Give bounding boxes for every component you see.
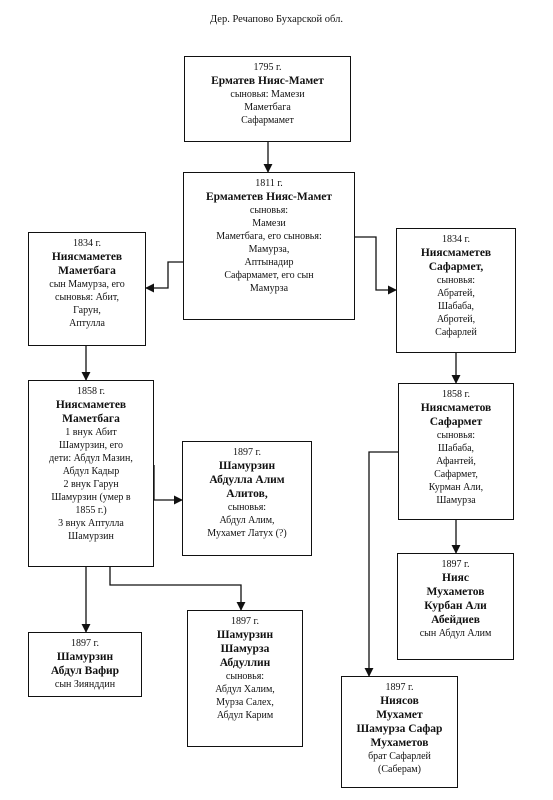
box-name-line: Абдуллин [219,657,271,669]
link-1858r-1897e [364,451,398,677]
box-detail-line: Мухамет Латух (?) [207,528,287,539]
box-name-line: Абдул Вафир [50,665,120,677]
box-year: 1795 г. [253,62,282,73]
box-year: 1897 г. [441,559,470,570]
box-detail-line: Мамези [252,218,286,229]
box-detail-line: 2 внук Гарун [63,479,119,490]
box-name-line: Абдулла Алим [209,474,285,486]
box-name-line: Маметбага [58,265,116,277]
box-detail-line: Аптынадир [244,257,294,268]
box-name-line: Мухаметов [426,586,485,598]
box-detail-line: Сафарлей [435,327,477,338]
box-name-line: Шамурзин [218,460,276,472]
box-name-line: Мухаметов [370,737,429,749]
box-name-line: Ерматев Нияс-Мамет [211,75,324,87]
link-1858l-1897a [153,465,183,505]
box-name-line: Абейдиев [431,614,480,626]
person-box-1795: 1795 г. Ерматев Нияс-Мамет сыновья: Мамези… [184,56,351,142]
box-detail-line: сыновья: [227,502,267,513]
box-detail-line: (Саберам) [378,764,421,775]
box-detail-line: Маметбага, его сыновья: [216,231,322,242]
box-name-line: Алитов, [226,488,268,500]
box-year: 1858 г. [77,386,105,397]
box-detail-line: Абдул Карим [216,710,274,721]
box-name-line: Ермаметев Нияс-Мамет [205,191,333,203]
box-detail-line: Гарун, [73,305,101,316]
box-detail-line: сын Абдул Алим [419,628,492,639]
person-box-1811: 1811 г. Ермаметев Нияс-Мамет сыновья: Мамез… [183,172,355,320]
box-detail-line: Абротей, [436,314,476,325]
box-name-line: Шамурзин [56,651,114,663]
box-detail-line: Абратей, [437,288,475,299]
box-name-line: Шамурзин [216,629,274,641]
link-1811-1834-left [145,261,183,293]
box-detail-line: Шамурзин (умер в [51,492,131,503]
box-detail-line: Шамурза [436,495,476,506]
box-detail-line: Аптулла [69,318,105,329]
box-detail-line: 1 внук Абит [65,427,117,438]
box-detail-line: Абдул Кадыр [62,466,120,477]
box-detail-line: сыновья: Мамези [230,89,305,100]
box-detail-line: Мамурза [249,283,289,294]
box-name-line: Мухамет [376,709,423,721]
box-detail-line: Курман Али, [428,482,484,493]
link-1858l-1897d [109,567,246,611]
box-detail-line: сыновья: [436,275,476,286]
box-detail-line: сыновья: [436,430,476,441]
box-year: 1897 г. [231,616,259,627]
box-detail-line: сын Зиянддин [54,679,116,690]
box-name-line: Ниясов [380,695,419,707]
link-1811-1834-right [355,236,397,295]
box-name-line: Ниясмаметев [55,399,127,411]
box-name-line: Шамурза Сафар [356,723,443,735]
box-detail-line: брат Сафарлей [368,751,431,762]
box-detail-line: Сафармамет [241,115,294,126]
box-detail-line: Абдул Алим, [219,515,275,526]
box-detail-line: Мурза Салех, [216,697,274,708]
box-name-line: Маметбага [62,413,120,425]
box-detail-line: 1855 г.) [75,505,107,516]
box-detail-line: Маметбага [244,102,291,113]
box-detail-line: Афантей, [436,456,476,467]
box-detail-line: 3 внук Аптулла [58,518,124,529]
box-detail-line: Шамурзин [68,531,114,542]
box-year: 1811 г. [255,178,283,189]
box-name-line: Нияс [442,572,469,584]
page-title: Дер. Речапово Бухарской обл. [210,14,343,25]
box-name-line: Сафармет, [428,261,484,273]
box-name-line: Курбан Али [424,600,487,612]
box-detail-line: Шабаба, [437,443,475,454]
box-name-line: Ниясмаметев [51,251,123,263]
box-year: 1834 г. [442,234,470,245]
box-detail-line: Шабаба, [437,301,475,312]
box-detail-line: Сафармет, [434,469,478,480]
box-detail-line: Мамурза, [248,244,290,255]
box-name-line: Ниясмаметев [420,247,492,259]
box-detail-line: сын Мамурза, его [49,279,125,290]
box-detail-line: Абдул Халим, [215,684,275,695]
box-year: 1897 г. [385,682,414,693]
box-detail-line: сыновья: [249,205,289,216]
box-name-line: Ниясмаметов [420,402,492,414]
box-detail-line: Шамурзин, его [59,440,123,451]
box-year: 1897 г. [233,447,261,458]
box-year: 1858 г. [442,389,470,400]
box-detail-line: дети: Абдул Мазин, [49,453,133,464]
box-name-line: Шамурза [220,643,270,655]
box-year: 1834 г. [73,238,101,249]
box-detail-line: сыновья: [225,671,265,682]
box-detail-line: Сафармамет, его сын [224,270,314,281]
box-name-line: Сафармет [429,416,483,428]
box-year: 1897 г. [71,638,99,649]
box-detail-line: сыновья: Абит, [55,292,119,303]
